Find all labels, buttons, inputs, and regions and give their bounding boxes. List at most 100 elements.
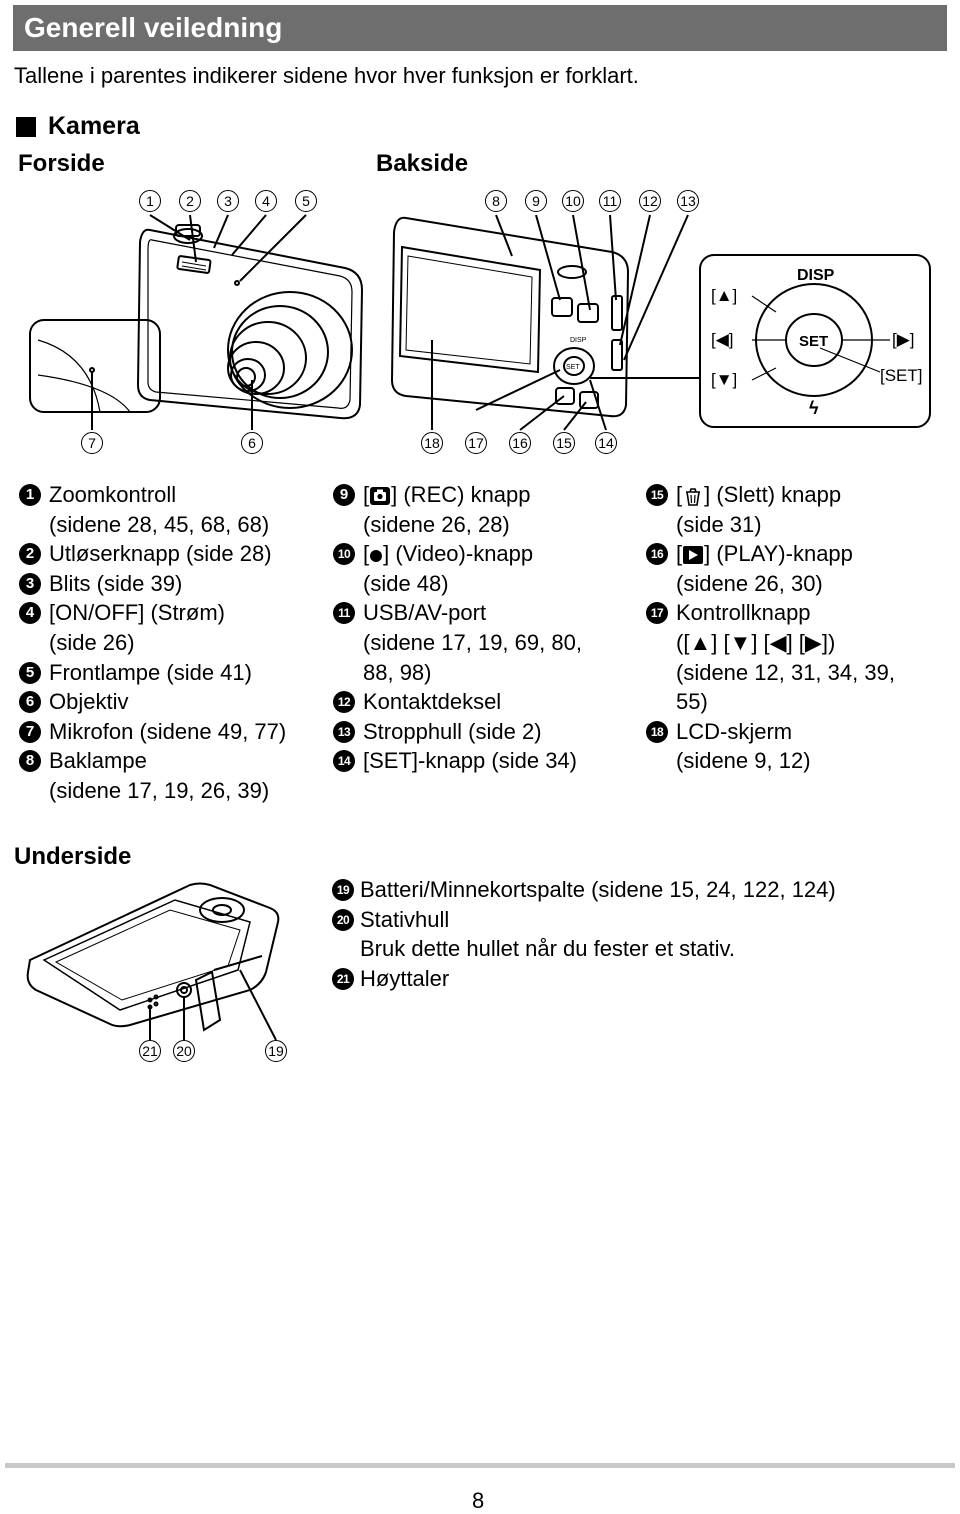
camera-disp-mark: DISP: [570, 337, 587, 344]
item-bracket-open: [: [676, 482, 683, 507]
callout-17: 17: [465, 432, 487, 454]
item-text-line: Stativhull: [360, 906, 450, 932]
item-text-line: Kontrollknapp: [676, 600, 811, 626]
callout-14: 14: [595, 432, 617, 454]
item-number-badge: 1: [19, 484, 41, 506]
front-camera-illustration: [29, 214, 364, 430]
pad-set-bracket-label: [SET]: [880, 366, 923, 385]
item-text-line: (side 48): [363, 570, 449, 596]
part-item: 10[] (Video)-knapp(side 48): [333, 539, 582, 598]
callout-3: 3: [217, 190, 239, 212]
play-icon: [683, 546, 704, 565]
parts-list-col2: 9[] (REC) knapp(sidene 26, 28)10[] (Vide…: [333, 480, 582, 776]
section-title-text: Kamera: [48, 112, 140, 140]
callout-8: 8: [485, 190, 507, 212]
item-text-line: (sidene 9, 12): [676, 748, 811, 774]
callout-11: 11: [599, 190, 621, 212]
item-text-line: [ON/OFF] (Strøm): [49, 600, 225, 626]
camera-icon: [370, 487, 391, 506]
pad-right-label: [▶]: [892, 330, 915, 349]
item-text-line: Mikrofon (sidene 49, 77): [49, 718, 287, 744]
item-number-badge: 12: [333, 691, 355, 714]
item-number-badge: 6: [19, 691, 41, 714]
callout-4: 4: [255, 190, 277, 212]
item-label: ] (Video)-knapp: [383, 541, 534, 567]
item-text-line: ([▲] [▼] [◀] [▶]): [676, 629, 836, 655]
callout-2: 2: [179, 190, 201, 212]
item-label: ] (Slett) knapp: [704, 482, 842, 507]
item-text-line: (side 26): [49, 629, 135, 655]
callout-18: 18: [421, 432, 443, 454]
item-number-badge: 3: [19, 572, 41, 595]
item-label: ] (PLAY)-knapp: [704, 541, 853, 567]
item-number-badge: 19: [332, 879, 354, 901]
flash-icon: ϟ: [809, 398, 819, 418]
callout-5: 5: [295, 190, 317, 212]
callout-13: 13: [677, 190, 699, 212]
back-camera-illustration: DISP SET ϟ DISP SET: [390, 214, 931, 431]
item-text-line: (sidene 17, 19, 26, 39): [49, 777, 270, 803]
callout-15: 15: [553, 432, 575, 454]
item-text-line: (sidene 12, 31, 34, 39,: [676, 659, 895, 685]
camera-set-mark: SET: [566, 364, 580, 371]
item-text-line: LCD-skjerm: [676, 718, 793, 744]
item-text-line: Bruk dette hullet når du fester et stati…: [360, 936, 736, 962]
pad-left-label: [◀]: [711, 330, 734, 349]
item-text-line: 88, 98): [363, 659, 432, 685]
bottom-part-item: 19 Batteri/Minnekortspalte (sidene 15, 24…: [332, 875, 836, 905]
part-item: 5 Frontlampe (side 41): [19, 658, 286, 688]
item-number-badge: 21: [332, 967, 354, 990]
callout-12: 12: [639, 190, 661, 212]
item-text-line: Batteri/Minnekortspalte (sidene 15, 24, …: [360, 877, 836, 902]
item-text-line: (sidene 28, 45, 68, 68): [49, 511, 270, 537]
item-number-badge: 13: [333, 720, 355, 743]
item-text-line: Kontaktdeksel: [363, 689, 502, 715]
item-text-line: Frontlampe (side 41): [49, 659, 252, 685]
callout-20: 20: [173, 1040, 195, 1062]
callout-6: 6: [241, 432, 263, 454]
item-text-line: (sidene 26, 30): [676, 570, 823, 596]
item-text-line: (sidene 17, 19, 69, 80,: [363, 629, 582, 655]
item-number-badge: 5: [19, 661, 41, 684]
item-text-line: 55): [676, 689, 708, 715]
back-view-label: Bakside: [376, 150, 469, 177]
item-number-badge: 8: [19, 750, 41, 773]
page-number: 8: [472, 1488, 485, 1513]
callout-7: 7: [81, 432, 103, 454]
bottom-camera-illustration: [26, 882, 280, 1040]
callout-1: 1: [139, 190, 161, 212]
item-text-line: Objektiv: [49, 689, 129, 715]
page-title: Generell veiledning: [24, 12, 283, 43]
trash-icon: [686, 488, 701, 506]
disp-label: DISP: [797, 267, 835, 284]
square-bullet-icon: [16, 116, 36, 137]
item-bracket-open: [: [363, 482, 370, 507]
item-text-line: Utløserknapp (side 28): [49, 541, 272, 567]
item-text-line: [SET]-knapp (side 34): [363, 748, 577, 774]
callout-10: 10: [562, 190, 584, 212]
section-title: Kamera: [14, 112, 140, 141]
part-item: 14 [SET]-knapp (side 34): [333, 746, 582, 776]
item-number-badge: 15: [646, 484, 668, 506]
item-number-badge: 10: [333, 543, 355, 566]
item-text-line: (side 31): [676, 511, 762, 537]
callout-16: 16: [509, 432, 531, 454]
front-view-label: Forside: [18, 150, 105, 177]
bottom-parts-list: 19 Batteri/Minnekortspalte (sidene 15, 24…: [332, 875, 836, 993]
item-label: ] (REC) knapp: [391, 482, 531, 507]
item-number-badge: 4: [19, 602, 41, 625]
pad-down-label: [▼]: [711, 370, 738, 389]
pad-up-label: [▲]: [711, 286, 738, 305]
item-number-badge: 14: [333, 750, 355, 773]
item-text-line: USB/AV-port: [363, 600, 487, 626]
